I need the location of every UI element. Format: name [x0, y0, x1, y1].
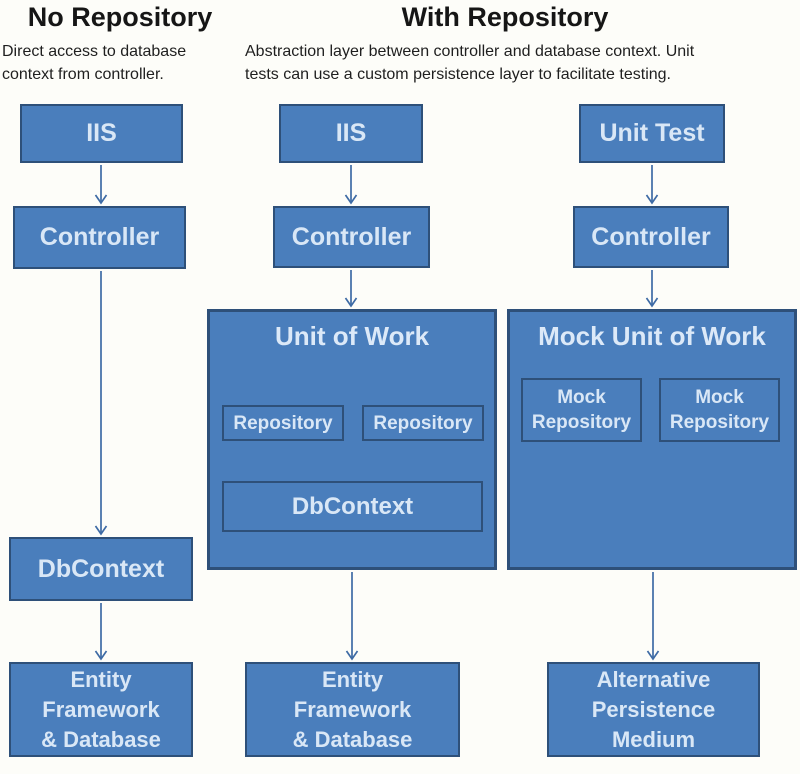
heading-no-repository: No Repository [27, 2, 213, 32]
box-col3-mock-repository-1: Mock Repository [521, 378, 642, 442]
box-col3-alternative-persistence-medium: Alternative Persistence Medium [547, 662, 760, 757]
heading-with-repository: With Repository [401, 2, 609, 32]
arrow-col3-controller-to-mockunitofwork [645, 270, 659, 308]
container-unit-of-work: Unit of Work Repository Repository DbCon… [207, 309, 497, 570]
box-col3-mock-repository-2: Mock Repository [659, 378, 780, 442]
box-col1-entity-framework-database: Entity Framework & Database [9, 662, 193, 757]
description-with-repository: Abstraction layer between controller and… [245, 43, 695, 83]
container-mock-unit-of-work: Mock Unit of Work Mock Repository Mock R… [507, 309, 797, 570]
arrow-col1-dbcontext-to-entityframework [94, 603, 108, 661]
unit-of-work-title: Unit of Work [274, 321, 430, 351]
arrow-col1-iis-to-controller [94, 165, 108, 205]
arrow-col2-iis-to-controller [344, 165, 358, 205]
box-col2-controller: Controller [273, 206, 430, 268]
arrow-col3-mockunitofwork-to-persistence [646, 572, 660, 661]
box-col2-repository-2: Repository [362, 405, 484, 441]
box-col1-dbcontext: DbContext [9, 537, 193, 601]
box-col1-iis: IIS [20, 104, 183, 163]
arrow-col2-unitofwork-to-entityframework [345, 572, 359, 661]
box-col3-controller: Controller [573, 206, 729, 268]
box-col3-unit-test: Unit Test [579, 104, 725, 163]
box-col2-repository-1: Repository [222, 405, 344, 441]
box-col2-entity-framework-database: Entity Framework & Database [245, 662, 460, 757]
box-col2-iis: IIS [279, 104, 423, 163]
arrow-col2-controller-to-unitofwork [344, 270, 358, 308]
box-col2-dbcontext: DbContext [222, 481, 483, 532]
box-col1-controller: Controller [13, 206, 186, 269]
arrow-col3-unittest-to-controller [645, 165, 659, 205]
arrow-col1-controller-to-dbcontext [94, 271, 108, 536]
mock-unit-of-work-title: Mock Unit of Work [538, 321, 766, 351]
description-no-repository: Direct access to database context from c… [2, 43, 187, 83]
